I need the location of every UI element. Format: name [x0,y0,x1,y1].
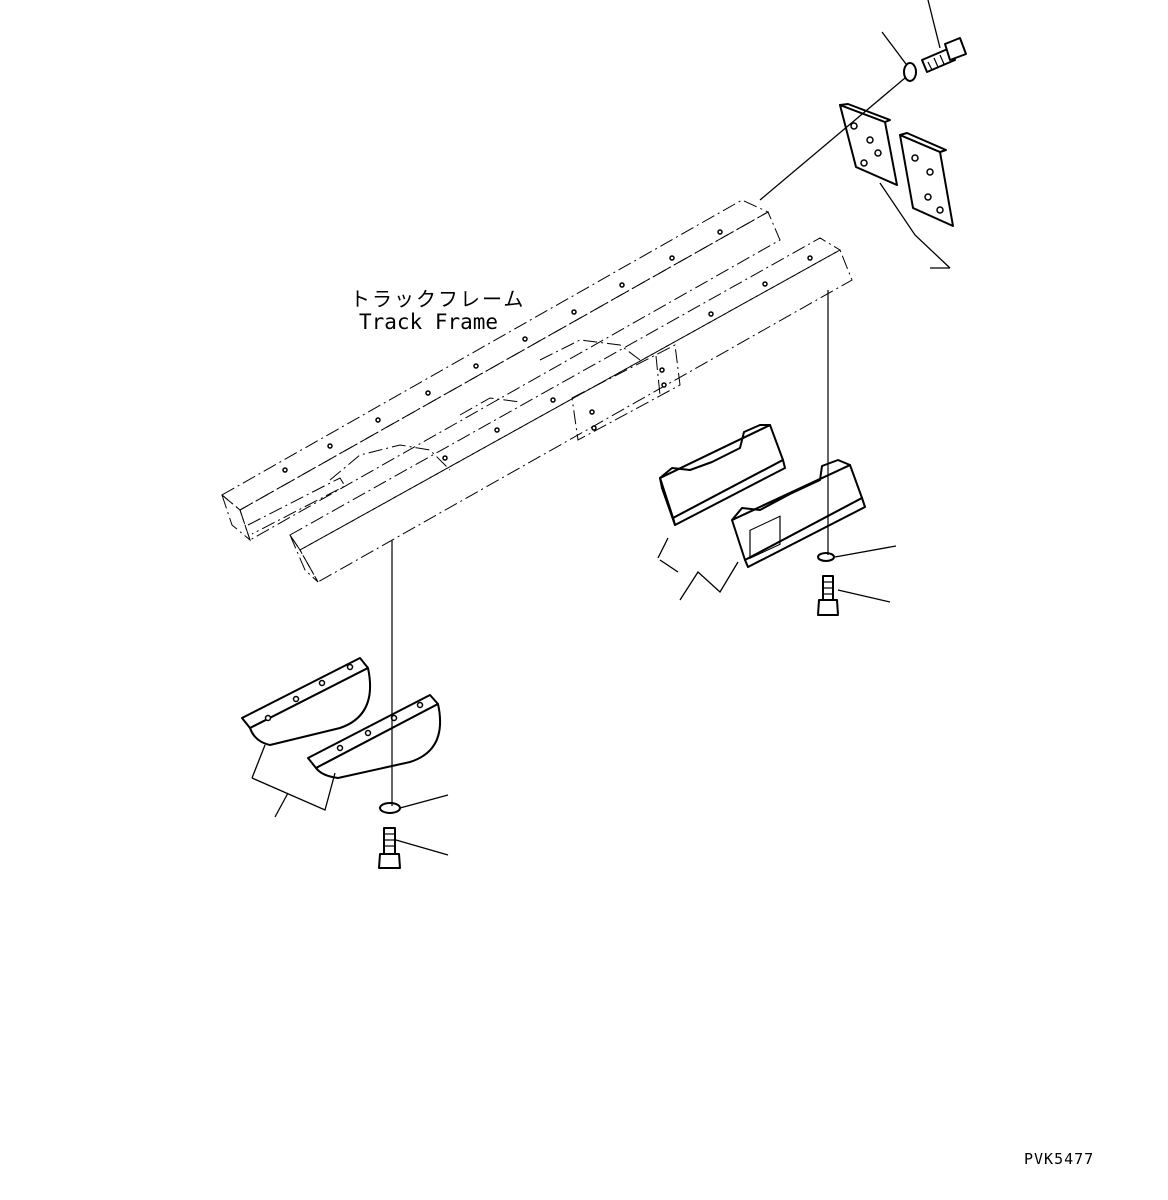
upper-washer [903,62,917,82]
leader-lines [391,0,941,856]
guard-block-front [731,459,866,568]
guard-block-rear [659,424,786,526]
drawing-code: PVK5477 [1024,1150,1095,1168]
part-name-japanese: トラックフレーム [350,287,526,311]
upper-plate-bracket-lines [879,182,951,269]
lower-washer [379,802,401,814]
upper-plate-rear [899,132,954,227]
right-washer [817,552,835,562]
guard-block-leader [657,537,739,601]
lower-guard-leader [251,744,336,818]
lower-guard-front [307,694,442,779]
right-bolt [817,575,839,616]
lower-bolt [378,827,401,869]
upper-plate-front [839,103,898,186]
upper-bolt [921,37,967,73]
lower-guard-rear [241,657,372,746]
frame-holes [282,229,813,473]
part-name-english: Track Frame [359,310,499,334]
track-frame-outline [220,199,853,583]
